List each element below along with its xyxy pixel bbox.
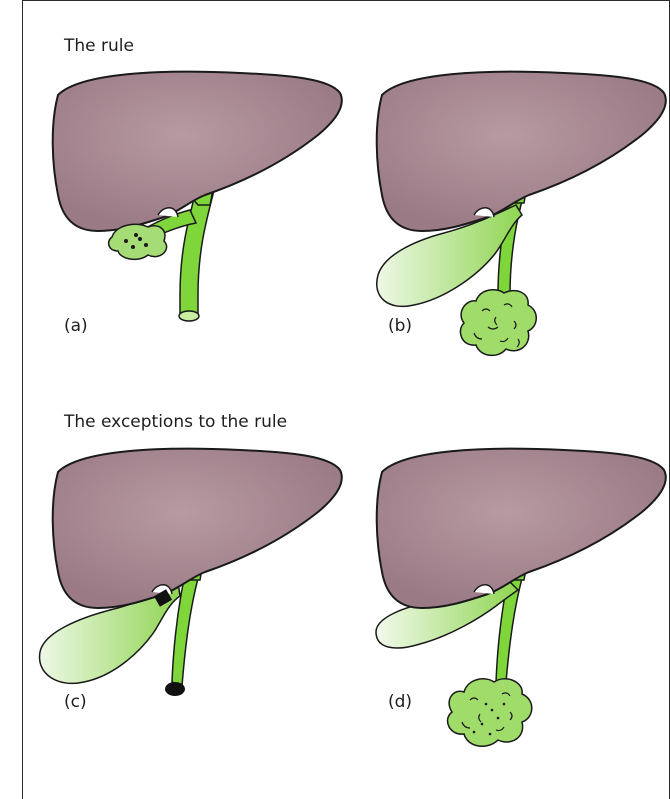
panel-c-label: (c) (64, 692, 87, 712)
panel-d-diagram (364, 442, 654, 772)
panel-b-label: (b) (388, 316, 412, 336)
panel-d-label: (d) (388, 692, 412, 712)
panel-a-label: (a) (64, 316, 88, 336)
panel-a-diagram (40, 65, 330, 355)
heading-rule: The rule (64, 36, 134, 56)
heading-exceptions: The exceptions to the rule (64, 412, 287, 432)
panel-c-diagram (40, 442, 330, 732)
panel-b-diagram (364, 65, 654, 385)
